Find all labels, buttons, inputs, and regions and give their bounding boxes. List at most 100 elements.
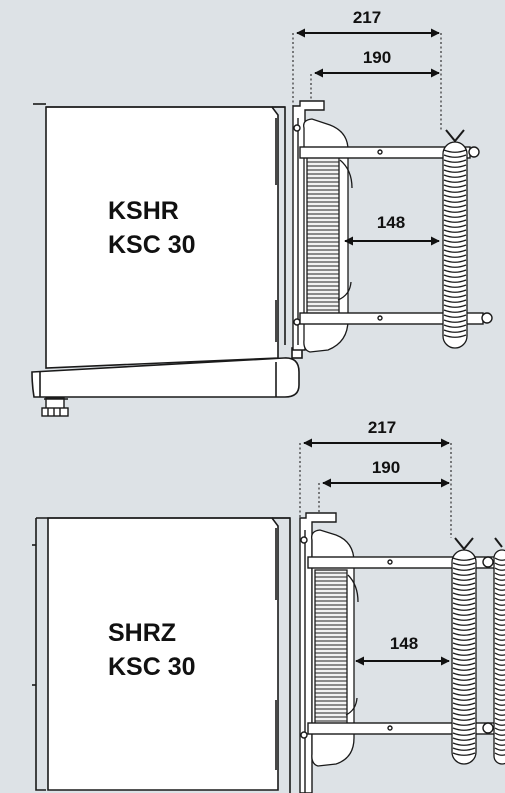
coil-winding xyxy=(452,647,476,651)
coil-winding xyxy=(494,727,505,731)
coil-winding xyxy=(452,632,476,636)
coil-winding xyxy=(443,174,467,178)
coil-winding xyxy=(452,562,476,566)
coil-winding xyxy=(452,627,476,631)
dimension-217-label: 217 xyxy=(353,8,381,27)
model-name-line1: SHRZ xyxy=(108,619,176,647)
coil-winding xyxy=(494,692,505,696)
coil-winding xyxy=(494,567,505,571)
coil-winding xyxy=(494,602,505,606)
bracket-rails xyxy=(307,556,505,735)
coil-winding xyxy=(494,617,505,621)
coil-winding xyxy=(443,239,467,243)
cabinet-body xyxy=(33,103,286,369)
coil-winding xyxy=(443,269,467,273)
coil-winding xyxy=(452,737,476,741)
coil-winding xyxy=(494,752,505,756)
coil-winding xyxy=(494,652,505,656)
coil-winding xyxy=(443,159,467,163)
coil-winding xyxy=(494,627,505,631)
coil-winding xyxy=(443,314,467,318)
coil-winding xyxy=(494,717,505,721)
coil-winding xyxy=(494,687,505,691)
coil-winding xyxy=(452,612,476,616)
coil-winding xyxy=(443,254,467,258)
coil-winding xyxy=(494,647,505,651)
coil-winding xyxy=(494,632,505,636)
coil-winding xyxy=(494,742,505,746)
coil-winding xyxy=(452,712,476,716)
dimension-190-label: 190 xyxy=(372,458,400,477)
coil-winding xyxy=(452,642,476,646)
coil-winding xyxy=(494,737,505,741)
coil-winding xyxy=(494,732,505,736)
coil-winding xyxy=(443,289,467,293)
coil-winding xyxy=(494,637,505,641)
reference-lines xyxy=(299,443,452,538)
coil-winding xyxy=(452,692,476,696)
coil-winding xyxy=(443,234,467,238)
coil-winding xyxy=(452,672,476,676)
coil-winding xyxy=(452,677,476,681)
fan-unit xyxy=(303,118,353,353)
diagram-bottom: 217 190 148 SHRZ KSC 30 xyxy=(32,418,505,793)
fan-unit xyxy=(311,529,359,767)
coil-winding xyxy=(443,244,467,248)
dimension-190-label: 190 xyxy=(363,48,391,67)
coil-winding xyxy=(443,169,467,173)
coil-winding xyxy=(494,582,505,586)
coil-winding xyxy=(452,732,476,736)
coil-winding xyxy=(494,577,505,581)
coil-winding xyxy=(443,229,467,233)
coil-winding xyxy=(452,697,476,701)
coil-winding xyxy=(443,294,467,298)
coil-winding xyxy=(443,149,467,153)
coil-winding xyxy=(452,637,476,641)
coil-winding xyxy=(452,602,476,606)
coil-winding xyxy=(494,657,505,661)
coil-winding xyxy=(494,667,505,671)
coil-winding xyxy=(452,622,476,626)
coil-winding xyxy=(494,712,505,716)
coil-winding xyxy=(443,224,467,228)
coil-winding xyxy=(443,164,467,168)
dimension-148-label: 148 xyxy=(390,634,418,653)
coil-winding xyxy=(494,557,505,561)
coil-winding xyxy=(452,747,476,751)
coil-winding xyxy=(494,562,505,566)
coil-winding xyxy=(443,179,467,183)
diagram-top: 217 190 148 KSHR KSC 30 xyxy=(31,8,493,417)
coil-winding xyxy=(443,319,467,323)
coil-winding xyxy=(452,587,476,591)
coil-winding xyxy=(443,334,467,338)
coil-winding xyxy=(494,747,505,751)
model-name-line2: KSC 30 xyxy=(108,231,196,259)
cabinet-base xyxy=(31,347,303,398)
coil-winding xyxy=(452,687,476,691)
coil-winding xyxy=(443,214,467,218)
coil-winding xyxy=(443,324,467,328)
coil-winding xyxy=(452,617,476,621)
coil-winding xyxy=(494,682,505,686)
coil-winding xyxy=(494,722,505,726)
mounting-plate xyxy=(292,100,325,351)
bracket-rails xyxy=(299,146,493,325)
heating-coil xyxy=(442,129,468,349)
coil-winding xyxy=(494,672,505,676)
coil-winding xyxy=(452,567,476,571)
coil-winding xyxy=(443,184,467,188)
coil-winding xyxy=(494,612,505,616)
coil-winding xyxy=(494,677,505,681)
coil-winding xyxy=(443,249,467,253)
coil-winding xyxy=(494,607,505,611)
coil-winding xyxy=(452,752,476,756)
dimension-arrows xyxy=(303,438,450,666)
coil-winding xyxy=(494,662,505,666)
coil-winding xyxy=(494,587,505,591)
coil-winding xyxy=(452,597,476,601)
coil-winding xyxy=(452,702,476,706)
coil-winding xyxy=(494,702,505,706)
heating-coil xyxy=(451,537,505,765)
